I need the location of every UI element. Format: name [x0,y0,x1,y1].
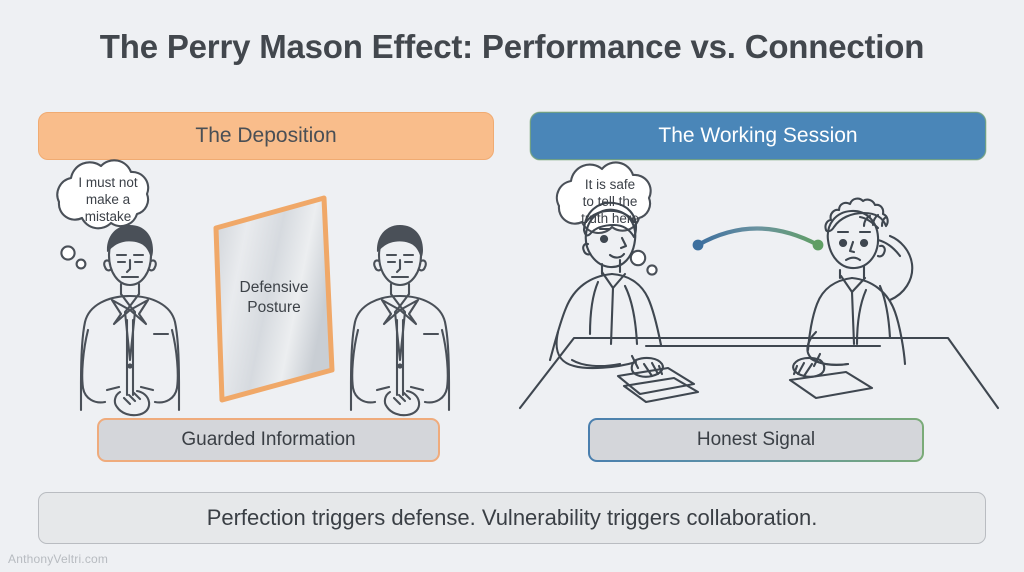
column-header-deposition[interactable]: The Deposition [38,112,494,160]
figure-listening-collaborator [788,197,914,400]
thought-bubble-left [56,159,150,270]
shield-shape [213,195,335,403]
working-session-illustration: It is safe to tell the truth here [518,160,1000,410]
figure-deposed-witness [79,225,181,417]
outcome-pill-honest-signal[interactable]: Honest Signal [588,418,924,462]
meeting-table [518,336,1000,410]
summary-banner-text: Perfection triggers defense. Vulnerabili… [206,505,818,530]
watermark: AnthonyVeltri.com [8,552,109,566]
working-session-artwork [518,161,1000,410]
outcome-pill-guarded-information[interactable]: Guarded Information [97,418,440,462]
defensive-posture-label: Defensive Posture [239,279,309,316]
deposition-artwork [56,159,451,417]
connection-arc [692,226,824,251]
column-header-deposition-label: The Deposition [195,124,337,147]
summary-banner: Perfection triggers defense. Vulnerabili… [38,492,986,544]
column-header-working-session-label: The Working Session [658,124,858,147]
outcome-pill-honest-signal-label: Honest Signal [696,429,816,450]
figure-speaking-collaborator [548,201,700,404]
thought-bubble-right [555,161,658,276]
page-title: The Perry Mason Effect: Performance vs. … [99,28,925,65]
outcome-pill-guarded-information-label: Guarded Information [181,429,356,450]
figure-opposing-counsel [349,225,451,417]
defensive-posture-shield [206,192,342,408]
column-header-working-session[interactable]: The Working Session [530,112,986,160]
